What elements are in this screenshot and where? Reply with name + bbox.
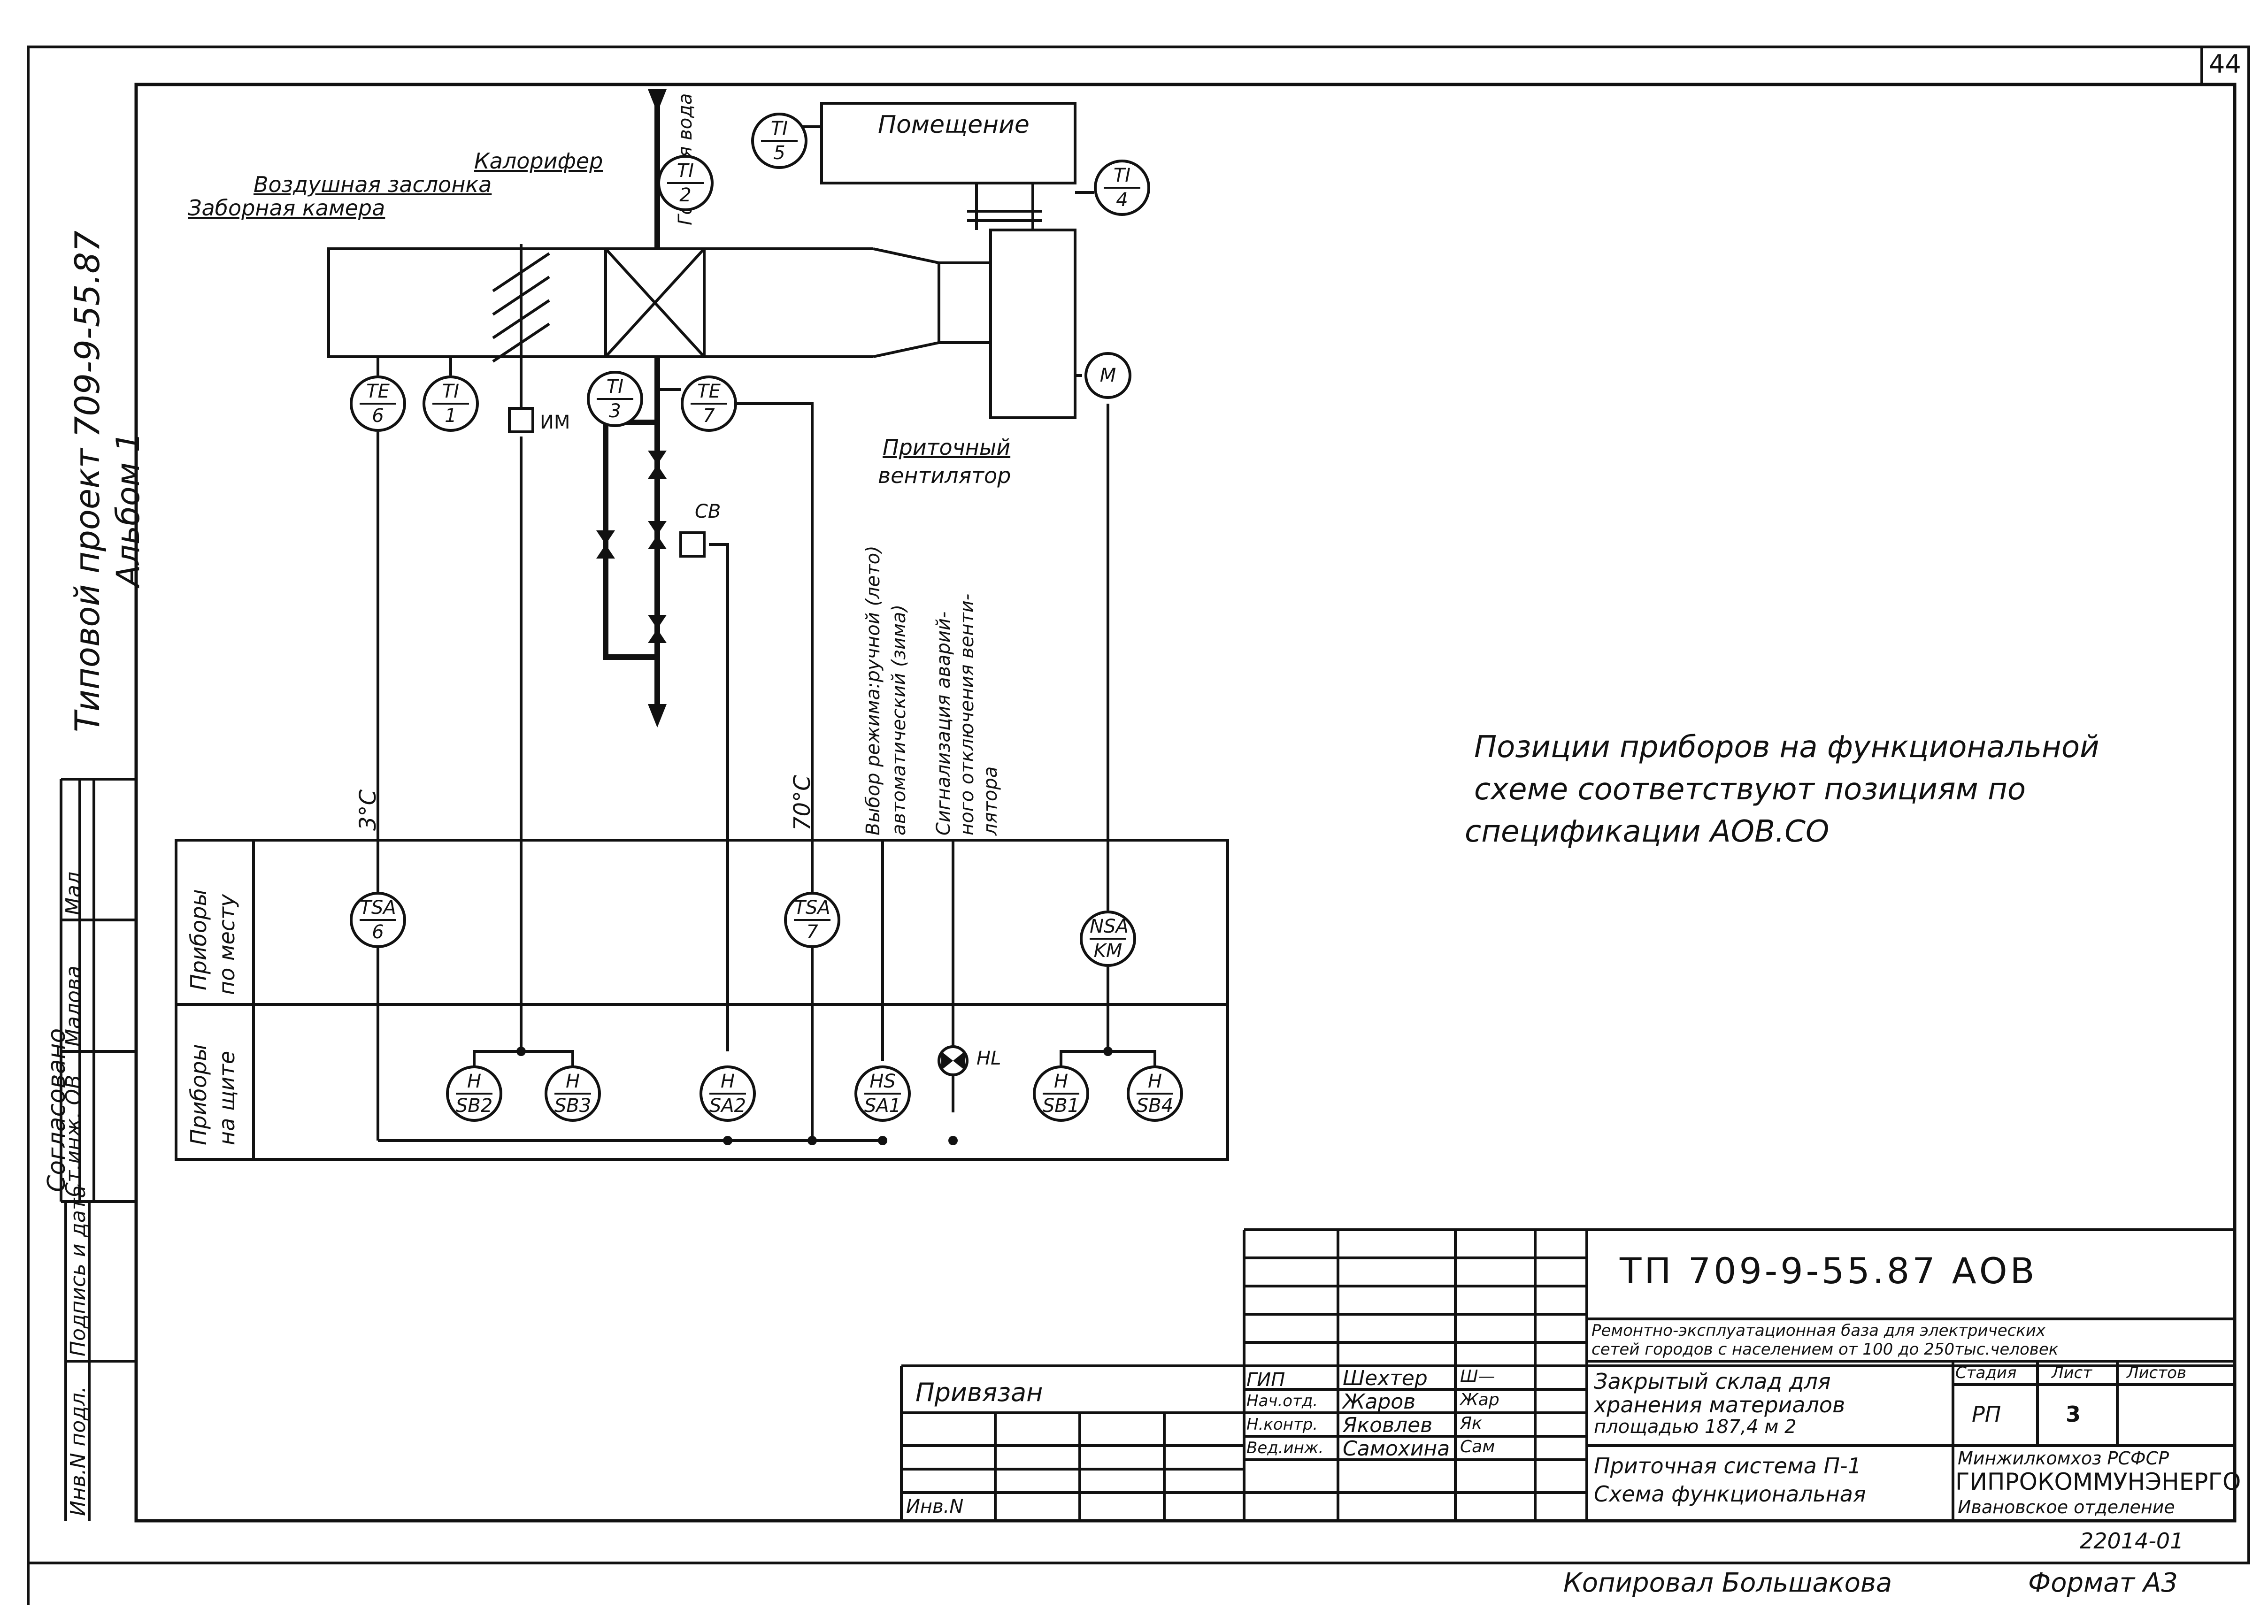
- title-sheet-value: 3: [2066, 1402, 2081, 1427]
- note-line-1: Позиции приборов на функциональной: [1474, 730, 2099, 765]
- org-branch: Ивановское отделение: [1958, 1497, 2175, 1517]
- title-project-1: Ремонтно-эксплуатационная база для элект…: [1591, 1321, 2046, 1340]
- signal-text-2: автоматический (зима): [888, 604, 910, 835]
- side-project-code: Типовой проект 709-9-55.87: [68, 230, 107, 732]
- org-ministry: Минжилкомхоз РСФСР: [1958, 1448, 2169, 1469]
- staff-role-1: ГИП: [1246, 1369, 1285, 1391]
- archive-number: 22014-01: [2080, 1528, 2184, 1554]
- label-actuator: ИМ: [540, 412, 570, 433]
- motor-symbol: M: [1084, 352, 1131, 399]
- title-object-3: площадью 187,4 м 2: [1594, 1416, 1797, 1438]
- staff-sign-2: Жар: [1460, 1390, 1499, 1410]
- label-supply-fan-2: вентилятор: [878, 463, 1011, 488]
- sheet-format: Формат А3: [2028, 1568, 2178, 1598]
- row-header-local-2: по месту: [214, 894, 239, 995]
- row-header-panel-1: Приборы: [186, 1044, 211, 1145]
- side-name: Малова: [62, 965, 85, 1047]
- bound-label: Привязан: [915, 1378, 1043, 1407]
- side-role: Ст.инж. ОВ: [62, 1074, 85, 1197]
- staff-name-4: Самохина: [1343, 1437, 1450, 1461]
- row-header-panel-2: на щите: [214, 1050, 239, 1145]
- staff-name-2: Жаров: [1343, 1390, 1416, 1414]
- staff-name-3: Яковлев: [1343, 1413, 1433, 1437]
- title-drawing-1: Приточная система П-1: [1594, 1453, 1861, 1478]
- org-institute: ГИПРОКОММУНЭНЕРГО: [1955, 1468, 2241, 1495]
- setpoint-left: 3°C: [355, 789, 381, 831]
- label-intake-chamber: Заборная камера: [188, 195, 385, 221]
- title-project-2: сетей городов с населением от 100 до 250…: [1591, 1340, 2059, 1359]
- signal-text-1: Выбор режима:ручной (лето): [862, 545, 884, 835]
- sheet-number: 44: [2209, 49, 2241, 79]
- side-inv: Инв.N подл.: [66, 1386, 90, 1516]
- staff-name-1: Шехтер: [1343, 1366, 1428, 1390]
- staff-role-2: Нач.отд.: [1246, 1392, 1318, 1410]
- signal-text-5: лятора: [980, 766, 1001, 835]
- staff-role-3: Н.контр.: [1246, 1415, 1318, 1434]
- label-lamp: HL: [976, 1048, 1001, 1069]
- label-air-damper: Воздушная заслонка: [254, 172, 492, 197]
- staff-sign-1: Ш—: [1460, 1367, 1495, 1386]
- title-code: ТП 709-9-55.87 АОВ: [1620, 1250, 2037, 1292]
- motor-label: M: [1099, 365, 1116, 386]
- row-header-local-1: Приборы: [186, 889, 211, 990]
- title-drawing-2: Схема функциональная: [1594, 1481, 1866, 1507]
- signal-text-3: Сигнализация аварий-: [933, 611, 954, 835]
- title-stage-value: РП: [1972, 1402, 2001, 1427]
- title-sheet-header: Лист: [2052, 1364, 2092, 1382]
- signal-text-4: ного отключения венти-: [956, 593, 978, 835]
- label-heater: Калорифер: [474, 148, 603, 174]
- note-line-2: схеме соответствуют позициям по: [1474, 772, 2026, 807]
- note-line-3: спецификации АОВ.СО: [1465, 814, 1830, 849]
- side-sign-date: Подпись и дата: [66, 1185, 90, 1356]
- staff-sign-4: Сам: [1460, 1437, 1495, 1456]
- label-valve-actuator: СВ: [695, 501, 721, 522]
- copied-by: Копировал Большакова: [1563, 1568, 1892, 1598]
- title-sheets-header: Листов: [2127, 1364, 2187, 1382]
- staff-sign-3: Як: [1460, 1414, 1482, 1433]
- inv-label: Инв.N: [906, 1496, 964, 1517]
- staff-role-4: Вед.инж.: [1246, 1439, 1324, 1457]
- title-object-2: хранения материалов: [1594, 1392, 1845, 1417]
- setpoint-right: 70°C: [789, 775, 815, 831]
- label-room: Помещение: [878, 111, 1030, 139]
- title-stage-header: Стадия: [1955, 1364, 2017, 1382]
- side-signature: Мал: [62, 871, 85, 915]
- title-object-1: Закрытый склад для: [1594, 1369, 1831, 1394]
- label-supply-fan-1: Приточный: [883, 435, 1011, 460]
- side-album: Альбом 1: [110, 432, 147, 587]
